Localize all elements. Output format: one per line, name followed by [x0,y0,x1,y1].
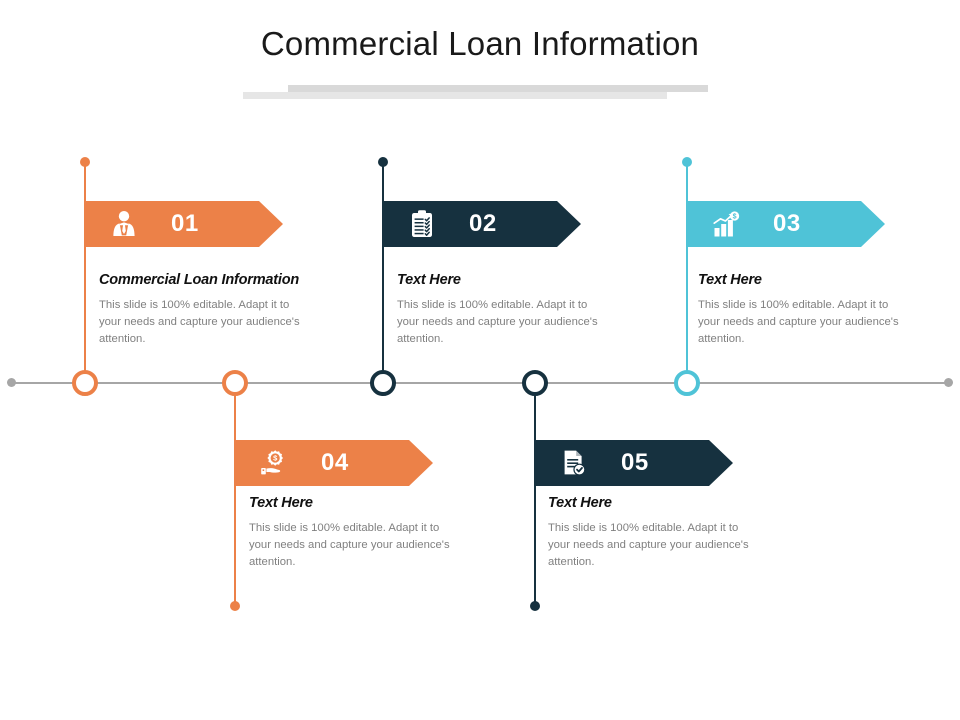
svg-text:$: $ [273,454,278,463]
title-underline-bar-upper [288,85,708,92]
connector-line-step-03 [686,162,688,382]
connector-top-dot-step-01 [80,157,90,167]
step-body-02: This slide is 100% editable. Adapt it to… [397,299,598,345]
timeline-node-step-01[interactable] [72,370,98,396]
document-approved-icon [559,448,589,478]
step-text-block-04: Text Here This slide is 100% editable. A… [249,495,461,571]
svg-text:$: $ [733,213,737,220]
timeline-spine [10,382,950,384]
title-underline-bar-lower [243,92,667,99]
step-heading-03: Text Here [698,272,762,288]
connector-bottom-dot-step-05 [530,601,540,611]
timeline-node-step-02[interactable] [370,370,396,396]
step-banner-05[interactable]: 05 [535,440,733,486]
step-number-01: 01 [171,210,199,237]
step-heading-02: Text Here [397,272,461,288]
step-number-04: 04 [321,449,349,476]
growth-bar-chart-dollar-icon: $ [711,209,741,239]
step-body-03: This slide is 100% editable. Adapt it to… [698,299,899,345]
connector-top-dot-step-03 [682,157,692,167]
step-heading-04: Text Here [249,495,313,511]
step-banner-01[interactable]: 01 [85,201,283,247]
step-body-01: This slide is 100% editable. Adapt it to… [99,299,300,345]
step-banner-02[interactable]: 02 [383,201,581,247]
clipboard-checklist-icon [407,209,437,239]
step-body-04: This slide is 100% editable. Adapt it to… [249,522,450,568]
timeline-node-step-03[interactable] [674,370,700,396]
step-text-block-05: Text Here This slide is 100% editable. A… [548,495,760,571]
connector-top-dot-step-02 [378,157,388,167]
step-heading-05: Text Here [548,495,612,511]
step-heading-01: Commercial Loan Information [99,272,300,288]
timeline-left-endpoint-dot [7,378,16,387]
step-text-block-03: Text Here This slide is 100% editable. A… [698,272,910,348]
connector-line-step-04 [234,382,236,605]
businessman-icon [109,209,139,239]
connector-bottom-dot-step-04 [230,601,240,611]
hand-gear-dollar-icon: $ [259,448,289,478]
step-number-03: 03 [773,210,801,237]
connector-line-step-01 [84,162,86,382]
page-title: Commercial Loan Information [260,25,700,62]
step-banner-04[interactable]: $ 04 [235,440,433,486]
step-number-05: 05 [621,449,649,476]
timeline-node-step-05[interactable] [522,370,548,396]
step-text-block-02: Text Here This slide is 100% editable. A… [397,272,609,348]
connector-line-step-02 [382,162,384,382]
step-body-05: This slide is 100% editable. Adapt it to… [548,522,749,568]
timeline-node-step-04[interactable] [222,370,248,396]
connector-line-step-05 [534,382,536,605]
step-number-02: 02 [469,210,497,237]
timeline-right-endpoint-dot [944,378,953,387]
step-text-block-01: Commercial Loan Information This slide i… [99,272,311,348]
step-banner-03[interactable]: $ 03 [687,201,885,247]
